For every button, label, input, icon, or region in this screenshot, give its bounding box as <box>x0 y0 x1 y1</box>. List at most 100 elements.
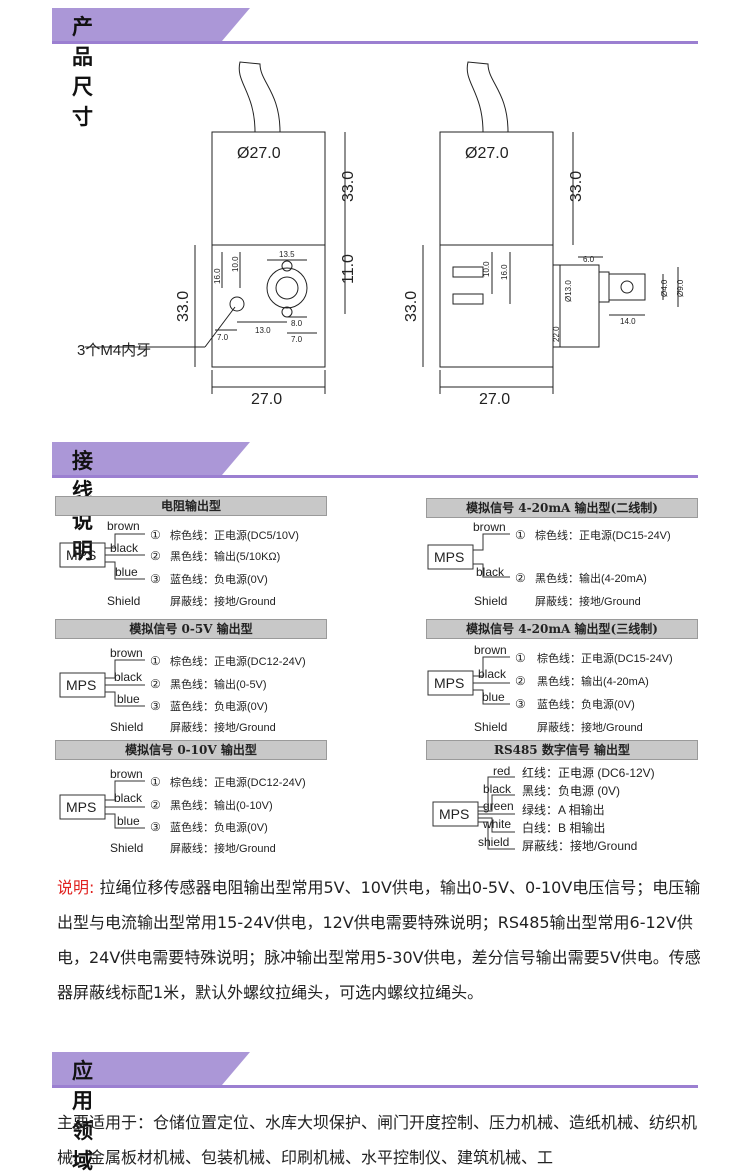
p5-w4-desc: 白线：B 相输出 <box>522 820 605 835</box>
p0-w3-name: blue <box>115 565 138 579</box>
p2-w3-num: ③ <box>150 820 161 834</box>
p4-w3-desc: 蓝色线：负电源(0V) <box>537 697 635 711</box>
m4-note-label: 3个M4内牙 <box>77 342 151 359</box>
p1-w2-num: ② <box>150 677 161 691</box>
p4-w2-desc: 黑色线：输出(4-20mA) <box>537 674 649 688</box>
p5-w1-desc: 红线：正电源 (DC6-12V) <box>522 765 655 780</box>
right-dia-label: Ø27.0 <box>465 145 509 162</box>
p4-w1-name: brown <box>474 643 507 657</box>
p0-w1-num: ① <box>150 528 161 542</box>
p4-w3-num: ③ <box>515 697 526 711</box>
p3-shield: Shield <box>474 594 507 608</box>
p4-shield-desc: 屏蔽线：接地/Ground <box>537 720 643 734</box>
p2-w2-num: ② <box>150 798 161 812</box>
left-dia-label: Ø27.0 <box>237 145 281 162</box>
p2-w2-name: black <box>114 791 143 805</box>
p5-w3-name: green <box>483 799 514 813</box>
left-d7a-label: 7.0 <box>217 333 229 342</box>
p4-mps: MPS <box>434 675 464 691</box>
p4-shield: Shield <box>474 720 507 734</box>
panel-rs485-title: RS485 数字信号 输出型 <box>426 740 698 760</box>
p3-mps: MPS <box>434 549 464 565</box>
dimension-drawing: Ø27.0 33.0 11.0 33.0 27.0 16.0 10.0 13.5… <box>77 61 685 408</box>
p3-w1-name: brown <box>473 520 506 534</box>
p1-w3-num: ③ <box>150 699 161 713</box>
p2-shield-desc: 屏蔽线：接地/Ground <box>170 841 276 855</box>
left-w-bottom-label: 27.0 <box>251 391 282 408</box>
p3-shield-desc: 屏蔽线：接地/Ground <box>535 594 641 608</box>
p4-w2-name: black <box>478 667 507 681</box>
panel-resistance-title: 电阻输出型 <box>55 496 327 516</box>
panel-0-5v-title: 模拟信号 0-5V 输出型 <box>55 619 327 639</box>
p1-shield: Shield <box>110 720 143 734</box>
note-label: 说明: <box>57 878 95 897</box>
left-d8-label: 8.0 <box>291 319 303 328</box>
left-d13-label: 13.0 <box>255 326 271 335</box>
p2-shield: Shield <box>110 841 143 855</box>
p2-w3-desc: 蓝色线：负电源(0V) <box>170 820 268 834</box>
p5-w5-name: shield <box>478 835 509 849</box>
p4-w1-desc: 棕色线：正电源(DC15-24V) <box>537 651 673 665</box>
p5-w2-name: black <box>483 782 512 796</box>
p2-w1-desc: 棕色线：正电源(DC12-24V) <box>170 775 306 789</box>
p5-w3-desc: 绿线：A 相输出 <box>522 802 605 817</box>
p3-w2-desc: 黑色线：输出(4-20mA) <box>535 571 647 585</box>
p3-w2-num: ② <box>515 571 526 585</box>
left-d16-label: 16.0 <box>213 268 222 284</box>
panel-0-10v-title: 模拟信号 0-10V 输出型 <box>55 740 327 760</box>
p0-w2-name: black <box>110 541 139 555</box>
application-paragraph: 主要适用于：仓储位置定位、水库大坝保护、闸门开度控制、压力机械、造纸机械、纺织机… <box>57 1113 698 1167</box>
p5-w5-desc: 屏蔽线：接地/Ground <box>522 838 637 853</box>
p5-w4-name: white <box>482 817 511 831</box>
p0-shield-desc: 屏蔽线：接地/Ground <box>170 594 276 608</box>
wiring-diagrams: MPS brown black blue ① ② ③ 棕色线：正电源(DC5/1… <box>59 519 673 855</box>
p2-w1-num: ① <box>150 775 161 789</box>
note-paragraph: 说明: 拉绳位移传感器电阻输出型常用5V、10V供电，输出0-5V、0-10V电… <box>57 870 707 1010</box>
p3-w2-name: black <box>476 565 505 579</box>
right-w-bottom-label: 27.0 <box>479 391 510 408</box>
p4-w3-name: blue <box>482 690 505 704</box>
p0-w1-desc: 棕色线：正电源(DC5/10V) <box>170 528 299 542</box>
right-d10-label: 10.0 <box>482 261 491 277</box>
p0-w2-desc: 黑色线：输出(5/10KΩ) <box>170 549 280 563</box>
p1-w1-desc: 棕色线：正电源(DC12-24V) <box>170 654 306 668</box>
left-d13-5-label: 13.5 <box>279 250 295 259</box>
right-d16-label: 16.0 <box>500 264 509 280</box>
right-d6-label: 6.0 <box>583 255 595 264</box>
panel-4-20-3wire-title: 模拟信号 4-20mA 输出型(三线制) <box>426 619 698 639</box>
right-d9-label: Ø9.0 <box>676 279 685 297</box>
p0-mps: MPS <box>66 547 96 563</box>
right-d13-label: Ø13.0 <box>564 280 573 302</box>
panel-4-20-2wire-title: 模拟信号 4-20mA 输出型(二线制) <box>426 498 698 518</box>
p4-w2-num: ② <box>515 674 526 688</box>
p2-w1-name: brown <box>110 767 143 781</box>
p5-mps: MPS <box>439 806 469 822</box>
p5-w1-name: red <box>493 764 510 778</box>
p1-w3-desc: 蓝色线：负电源(0V) <box>170 699 268 713</box>
left-h-total-label: 33.0 <box>175 291 192 322</box>
p0-w2-num: ② <box>150 549 161 563</box>
p2-w2-desc: 黑色线：输出(0-10V) <box>170 798 273 812</box>
p4-w1-num: ① <box>515 651 526 665</box>
right-d22-label: 22.0 <box>552 326 561 342</box>
p1-shield-desc: 屏蔽线：接地/Ground <box>170 720 276 734</box>
left-h-mid-label: 11.0 <box>340 254 357 284</box>
p1-w2-desc: 黑色线：输出(0-5V) <box>170 677 267 691</box>
right-h-top-label: 33.0 <box>568 171 585 202</box>
p2-w3-name: blue <box>117 814 140 828</box>
p1-w1-num: ① <box>150 654 161 668</box>
left-d10-label: 10.0 <box>231 256 240 272</box>
p3-w1-desc: 棕色线：正电源(DC15-24V) <box>535 528 671 542</box>
section-title-size-label: 产品尺寸 <box>72 15 94 129</box>
p0-w3-num: ③ <box>150 572 161 586</box>
p1-w2-name: black <box>114 670 143 684</box>
note-text: 拉绳位移传感器电阻输出型常用5V、10V供电，输出0-5V、0-10V电压信号；… <box>57 878 701 1002</box>
p5-w2-desc: 黑线：负电源 (0V) <box>522 784 620 798</box>
right-h-total-label: 33.0 <box>403 291 420 322</box>
right-d4-label: Ø4.0 <box>660 279 669 297</box>
left-d7b-label: 7.0 <box>291 335 303 344</box>
left-h-top-label: 33.0 <box>340 171 357 202</box>
p1-w1-name: brown <box>110 646 143 660</box>
p2-mps: MPS <box>66 799 96 815</box>
p0-shield: Shield <box>107 594 140 608</box>
